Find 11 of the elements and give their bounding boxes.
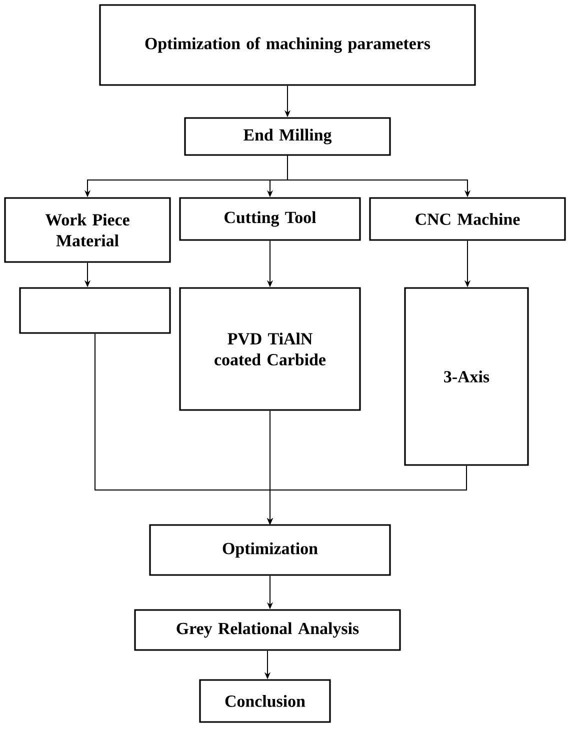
- process-box: End Milling: [184, 117, 391, 156]
- process-box: Optimization of machining parameters: [99, 4, 476, 86]
- process-box: Cutting Tool: [179, 197, 361, 241]
- empty-box: [19, 287, 171, 334]
- process-box: 3-Axis: [404, 287, 529, 466]
- process-box: CNC Machine: [369, 197, 566, 241]
- process-box: Grey Relational Analysis: [134, 609, 401, 651]
- process-box: Conclusion: [199, 679, 331, 723]
- process-box: Optimization: [149, 524, 391, 576]
- process-box: Work Piece Material: [4, 197, 171, 263]
- process-box: PVD TiAlN coated Carbide: [179, 287, 361, 411]
